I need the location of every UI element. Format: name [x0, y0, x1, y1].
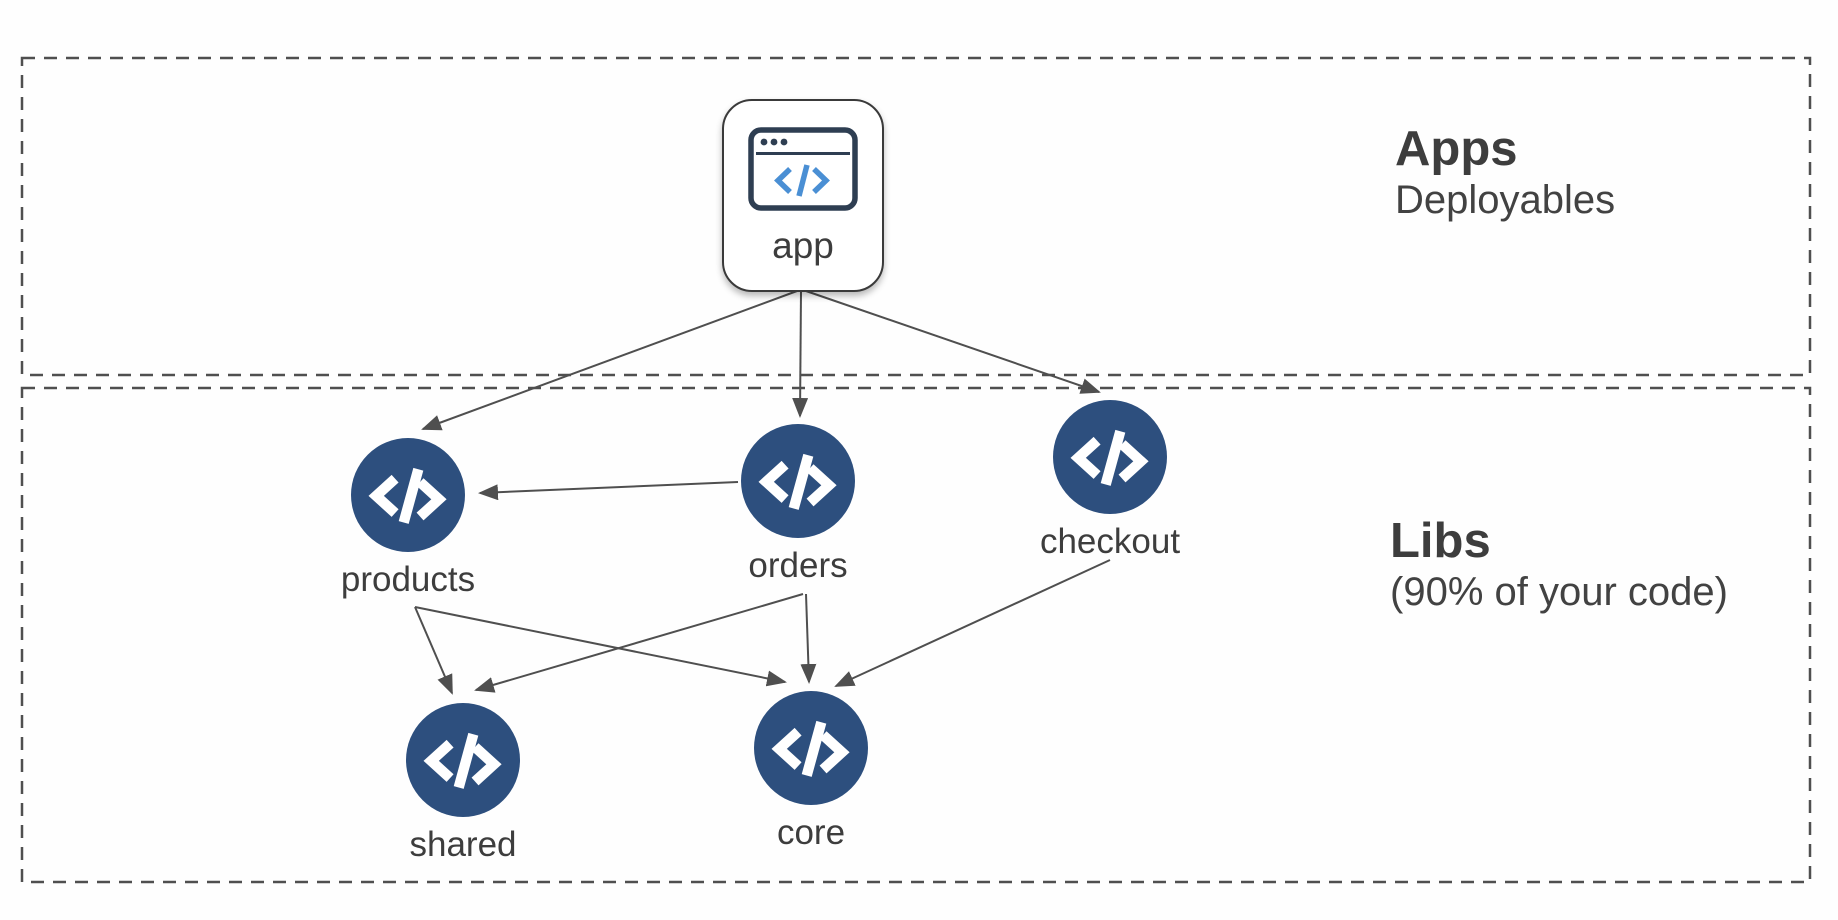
edge-app-orders — [792, 290, 809, 418]
node-label: core — [776, 813, 846, 852]
node-app: app — [722, 99, 884, 292]
node-core: core — [691, 691, 931, 852]
node-circle — [741, 424, 855, 538]
node-circle — [1053, 400, 1167, 514]
node-label: products — [340, 560, 476, 599]
node-label: orders — [748, 546, 848, 585]
browser-code-icon — [748, 127, 858, 211]
apps-subtitle: Deployables — [1395, 178, 1616, 222]
node-label: shared — [409, 825, 517, 864]
node-label: checkout — [1039, 522, 1181, 561]
edge-products-shared — [414, 606, 453, 695]
libs-subtitle: (90% of your code) — [1390, 570, 1728, 614]
code-icon — [1070, 429, 1149, 486]
code-icon — [771, 720, 850, 777]
libs-section-label: Libs (90% of your code) — [1390, 514, 1728, 616]
apps-section-label: Apps Deployables — [1395, 122, 1615, 224]
node-orders: orders — [678, 424, 918, 585]
node-circle — [406, 703, 520, 817]
code-icon — [758, 453, 837, 510]
libs-title: Libs — [1390, 514, 1491, 568]
apps-title: Apps — [1395, 122, 1518, 176]
node-shared: shared — [343, 703, 583, 864]
edge-orders-shared — [474, 593, 804, 693]
node-circle — [754, 691, 868, 805]
node-circle — [351, 438, 465, 552]
code-icon — [423, 732, 502, 789]
edge-orders-core — [800, 593, 817, 684]
node-checkout: checkout — [990, 400, 1230, 561]
edge-app-products — [421, 290, 798, 431]
edge-products-core — [414, 606, 787, 687]
node-products: products — [288, 438, 528, 599]
edge-app-checkout — [805, 290, 1101, 394]
node-label: app — [772, 225, 834, 266]
code-icon — [368, 467, 447, 524]
